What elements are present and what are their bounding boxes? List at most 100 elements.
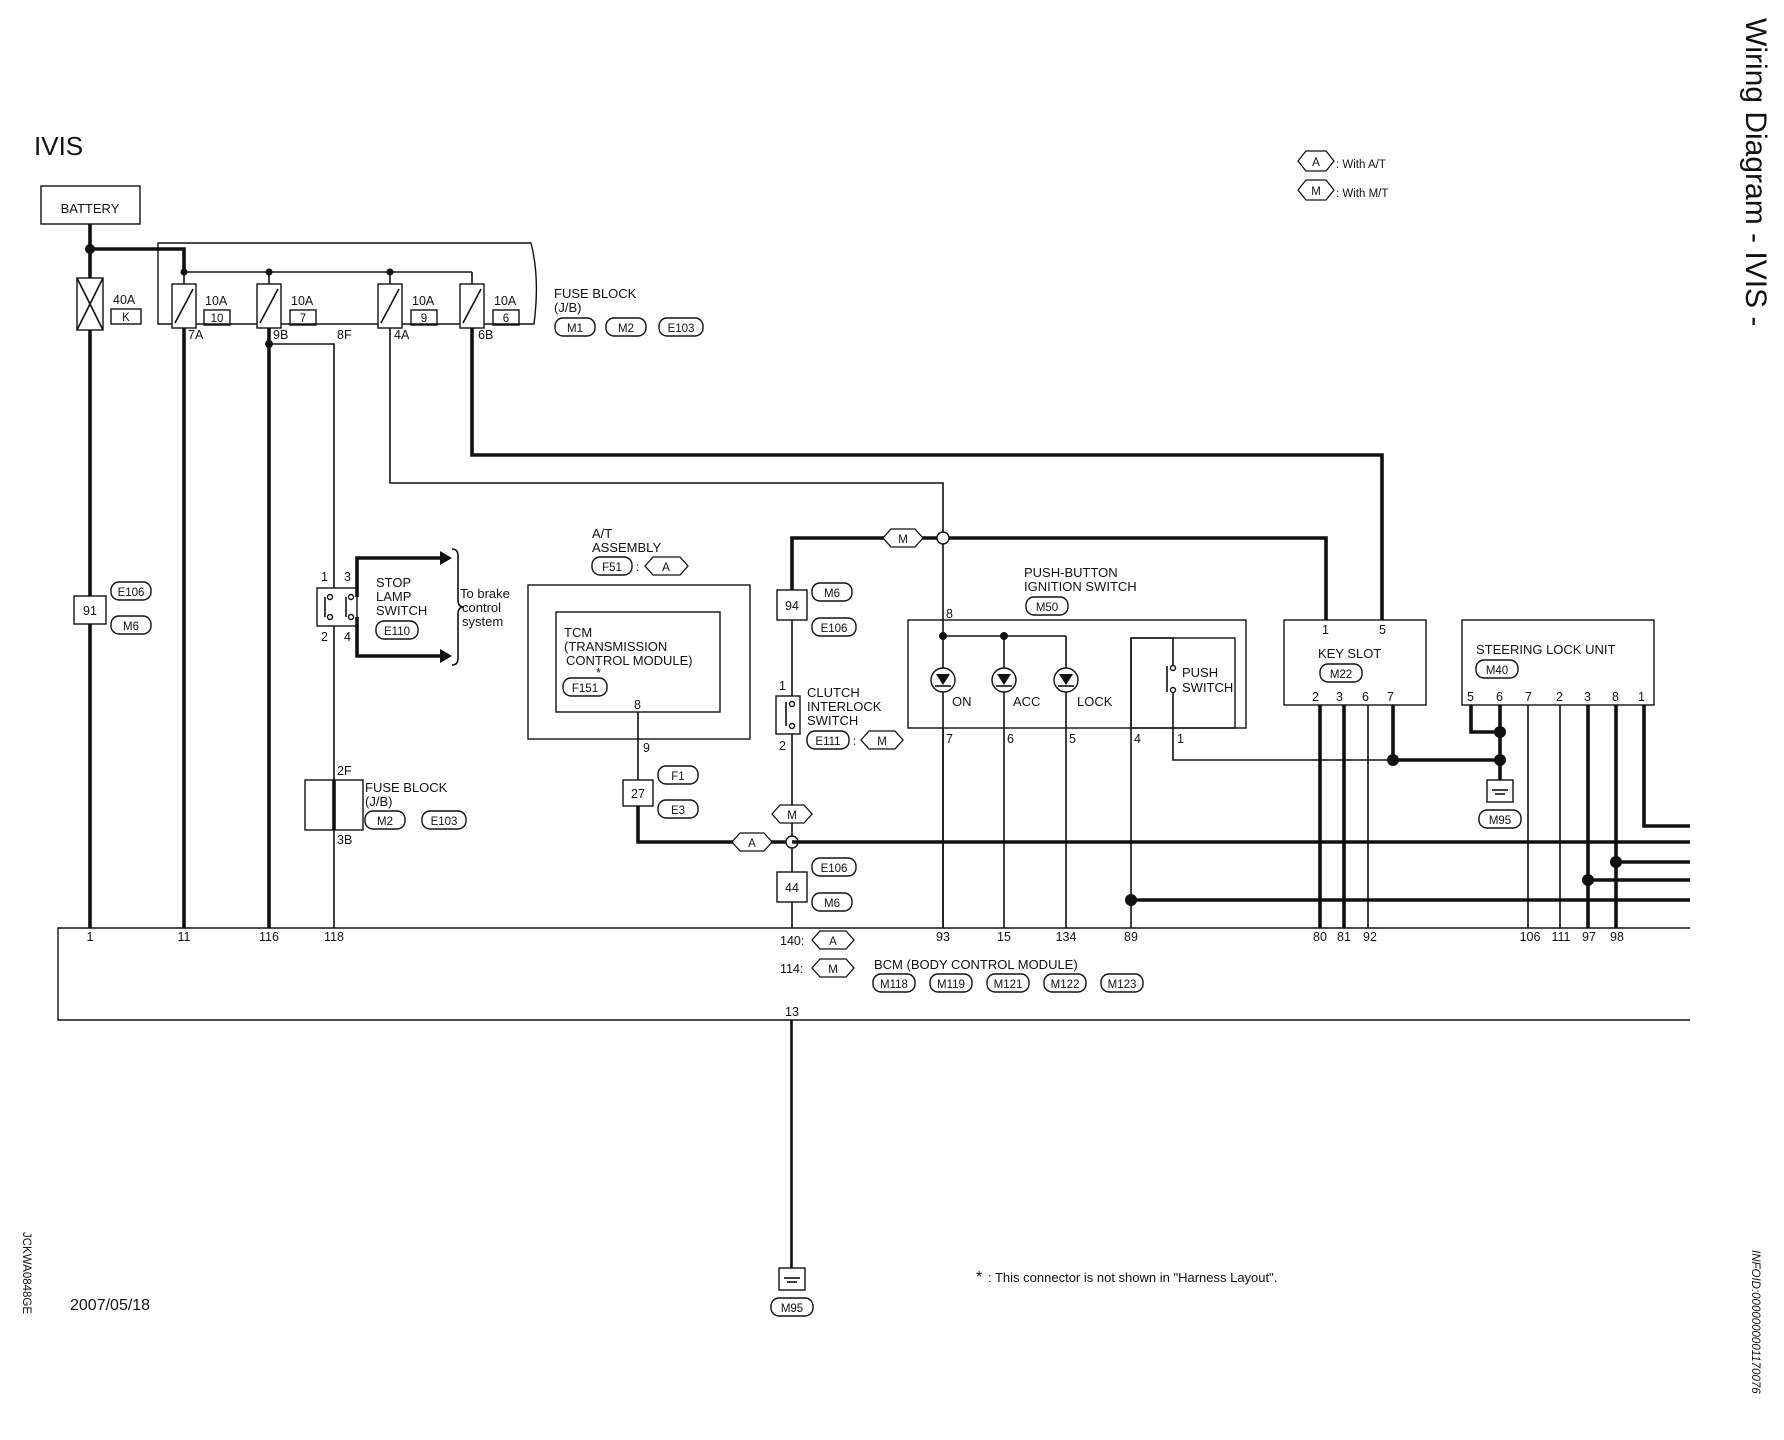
clutch-upper-e106: E106 bbox=[821, 623, 848, 635]
fuse7-rating: 10A bbox=[291, 294, 314, 308]
connector-94: 94 bbox=[785, 599, 799, 613]
connector-94-box bbox=[776, 589, 808, 621]
footer-code-left: JCKWA0848GE bbox=[20, 1232, 32, 1314]
ignition-pin-4: 4 bbox=[1134, 732, 1141, 746]
fusible-link-x2 bbox=[76, 277, 104, 331]
conn-e106-pill bbox=[110, 581, 152, 601]
brake-note-3: system bbox=[462, 614, 503, 629]
stop-lamp-pin-3: 3 bbox=[344, 570, 351, 584]
ground-m95-lower: M95 bbox=[781, 1303, 803, 1315]
clutch-tag-shape bbox=[860, 730, 904, 750]
steering-pin-3: 3 bbox=[1584, 690, 1591, 704]
clutch-colon: : bbox=[853, 736, 856, 748]
stop-lamp-box bbox=[316, 587, 358, 627]
stop-lamp-conn: E110 bbox=[384, 626, 410, 638]
connector-27: 27 bbox=[631, 787, 645, 801]
ground-m95-lower-pill bbox=[770, 1297, 814, 1317]
stop-lamp-pin-2: 2 bbox=[321, 630, 328, 644]
steering-wire-5 bbox=[1469, 705, 1500, 734]
stop-lamp-contact-3 bbox=[347, 593, 355, 601]
stop-lamp-out-lower bbox=[355, 617, 440, 658]
clutch-lower-m6: M6 bbox=[824, 898, 840, 910]
bcm-pin-114: 114: bbox=[780, 962, 803, 976]
conn-e106-a: E106 bbox=[118, 587, 145, 599]
clutch-conn: E111 bbox=[815, 736, 840, 748]
ignition-pin-1: 1 bbox=[1177, 732, 1184, 746]
clutch-contact-1 bbox=[788, 700, 796, 708]
wire-8f bbox=[269, 343, 335, 928]
fuse-pin-4a: 4A bbox=[394, 328, 410, 342]
ignition-l1: PUSH-BUTTON bbox=[1024, 565, 1118, 580]
ignition-pos-lock: LOCK bbox=[1077, 694, 1113, 709]
fuse-block-top-label: FUSE BLOCK bbox=[554, 286, 637, 301]
legend-a-tag-shape bbox=[1297, 150, 1335, 172]
stop-lamp-pin-4: 4 bbox=[344, 630, 351, 644]
clutch-upper-m6: M6 bbox=[824, 588, 840, 600]
tcm-l2: (TRANSMISSION bbox=[564, 639, 667, 654]
battery-box bbox=[40, 185, 141, 225]
clutch-conn-pill bbox=[806, 730, 850, 750]
bcm-pin-15: 15 bbox=[997, 930, 1011, 944]
fuse-conn-m1: M1 bbox=[567, 323, 583, 335]
fuse-pin-9b: 9B bbox=[273, 328, 288, 342]
stop-lamp-contact-4 bbox=[347, 613, 355, 621]
clutch-upper-e106-pill bbox=[811, 617, 857, 637]
fuse10-slash bbox=[174, 288, 194, 324]
bcm-conn-m122-pill bbox=[1043, 973, 1087, 993]
stop-lamp-l1: STOP bbox=[376, 575, 411, 590]
fuse-conn-e103: E103 bbox=[668, 323, 695, 335]
junction-mt-top bbox=[936, 531, 950, 545]
fusible-link: 40A K bbox=[76, 277, 142, 331]
fuse-block-lower-pin-top: 2F bbox=[337, 764, 352, 778]
battery-to-fuseblock-wire bbox=[90, 247, 186, 272]
wire-tag-m-mid-shape bbox=[771, 804, 813, 824]
push-switch-l2: SWITCH bbox=[1182, 680, 1233, 695]
fuse-block-lower-pin-bottom: 3B bbox=[337, 833, 352, 847]
at-assembly-tag: A bbox=[662, 562, 670, 574]
ignition-l2: IGNITION SWITCH bbox=[1024, 579, 1137, 594]
connector-44: 44 bbox=[785, 881, 799, 895]
push-switch-wire bbox=[1130, 637, 1174, 728]
clutch-upper-m6-pill bbox=[811, 582, 853, 602]
stop-lamp-l2: LAMP bbox=[376, 589, 411, 604]
fuse9-rating: 10A bbox=[412, 294, 435, 308]
wire-tag-m-top: M bbox=[898, 534, 908, 546]
fuse-block-top-outline bbox=[157, 242, 538, 325]
ignition-pin-5: 5 bbox=[1069, 732, 1076, 746]
at-assembly-l1: A/T bbox=[592, 526, 612, 541]
key-slot-conn-pill bbox=[1319, 663, 1363, 683]
push-switch-to-ground-wire bbox=[1172, 728, 1500, 761]
tcm-pin-8: 8 bbox=[634, 698, 641, 712]
legend-m-text: : With M/T bbox=[1336, 188, 1388, 200]
conn-f1: F1 bbox=[671, 771, 684, 783]
fuse-conn-m1-pill bbox=[554, 317, 596, 337]
ignition-acc-diode bbox=[997, 674, 1011, 685]
bcm-pin-89: 89 bbox=[1124, 930, 1138, 944]
bcm-pin-11: 11 bbox=[178, 930, 191, 944]
bcm-conn-m122: M122 bbox=[1051, 979, 1080, 991]
battery-label: BATTERY bbox=[61, 201, 120, 216]
stop-lamp-conn-pill bbox=[375, 620, 419, 640]
bcm-conn-m119-pill bbox=[929, 973, 973, 993]
bcm-conn-m118-pill bbox=[872, 973, 916, 993]
key-slot-conn: M22 bbox=[1330, 669, 1352, 681]
fuse6-slash bbox=[462, 288, 482, 324]
key-slot-pin-5: 5 bbox=[1379, 623, 1386, 637]
junction-steering-ground bbox=[1494, 754, 1506, 766]
bcm-conn-m121-pill bbox=[986, 973, 1030, 993]
steering-lock-label: STEERING LOCK UNIT bbox=[1476, 642, 1615, 657]
stop-lamp-out-upper bbox=[355, 556, 440, 597]
key-slot-pin-7: 7 bbox=[1387, 690, 1394, 704]
legend-a-text: : With A/T bbox=[1336, 159, 1386, 171]
conn-f1-pill bbox=[657, 765, 699, 785]
push-switch-l1: PUSH bbox=[1182, 665, 1218, 680]
fuse7-slash bbox=[259, 288, 279, 324]
clutch-lower-e106: E106 bbox=[821, 863, 848, 875]
bcm: 1 11 116 118 93 15 134 89 80 81 92 106 1… bbox=[57, 927, 1690, 1021]
bcm-pin-81: 81 bbox=[1337, 930, 1351, 944]
at-assembly-colon: : bbox=[636, 562, 639, 574]
fuse6-num: 6 bbox=[503, 313, 509, 325]
clutch-lower-e106-pill bbox=[811, 857, 857, 877]
ignition-conn: M50 bbox=[1036, 602, 1058, 614]
